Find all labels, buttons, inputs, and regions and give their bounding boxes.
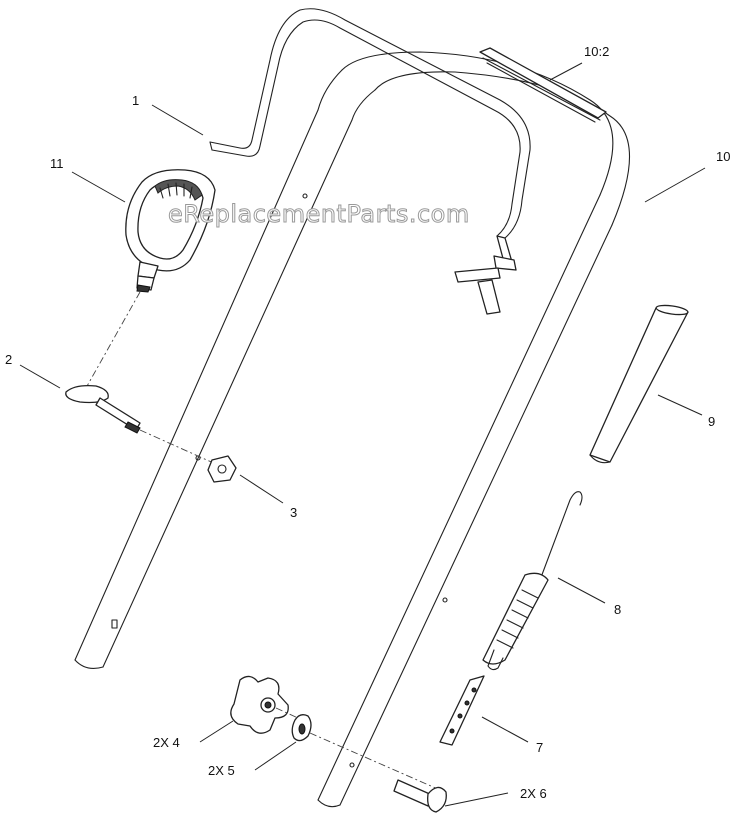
leader-10 [644,167,706,203]
part-5-washer [291,714,312,742]
part-10-2-decal [479,47,607,123]
callout-2: 2 [5,352,12,367]
callout-10: 10 [716,149,730,164]
part-11-control-knob [125,169,216,293]
callout-1: 1 [132,93,139,108]
part-1-bail [209,8,531,315]
callout-4: 2X 4 [153,735,180,750]
part-8-spring [482,491,583,671]
part-7-plate [439,675,485,746]
callout-6: 2X 6 [520,786,547,801]
leader-3 [239,474,284,504]
callout-8: 8 [614,602,621,617]
leader-lines [19,62,706,807]
watermark-text: eReplacementParts.com [168,200,470,228]
leader-10-2 [549,62,583,81]
assembly-line-5 [309,732,441,791]
part-3-nut [207,455,237,483]
assembly-line-4 [275,707,299,719]
callout-5: 2X 5 [208,763,235,778]
leader-9 [657,394,703,416]
assembly-line-2 [139,429,219,466]
part-4-knob [230,675,289,734]
leader-4 [199,720,234,743]
part-2-bracket [65,384,141,434]
leader-6 [444,792,509,807]
assembly-line-11 [81,291,141,396]
part-10-upper-handle [74,51,631,808]
leader-7 [481,716,529,743]
callout-10-2: 10:2 [584,44,609,59]
leader-11 [71,171,126,203]
part-9-grip [589,304,689,464]
leader-8 [557,577,606,604]
part-6-bolt [393,779,447,813]
callout-labels: 1 2 3 2X 4 2X 5 2X 6 7 8 9 10 10:2 11 [5,44,730,801]
callout-3: 3 [290,505,297,520]
callout-7: 7 [536,740,543,755]
callout-11: 11 [50,156,64,171]
callout-9: 9 [708,414,715,429]
leader-1 [151,104,204,136]
leader-5 [254,741,297,771]
leader-2 [19,364,61,389]
